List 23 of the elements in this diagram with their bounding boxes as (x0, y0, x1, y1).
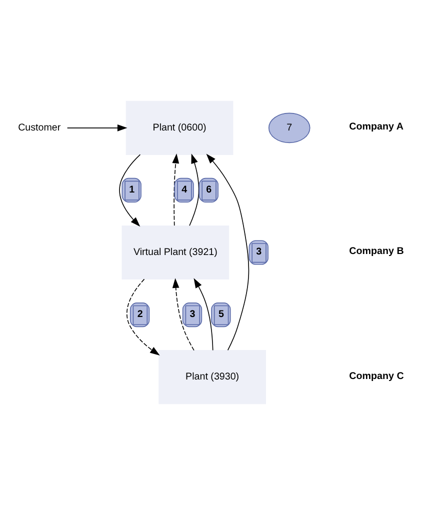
edge-label: 6 (206, 184, 212, 196)
arrow (172, 153, 180, 226)
node-box: Plant (0600) (126, 100, 234, 155)
node-box: Plant (3930) (158, 350, 266, 404)
arrow (194, 278, 214, 351)
label: Company C (349, 370, 404, 382)
edge-label: 3 (190, 308, 196, 320)
edge-label: 3 (256, 246, 262, 258)
arrow (66, 124, 128, 132)
arrow (189, 154, 200, 226)
arrow (172, 278, 194, 351)
label: Company A (349, 122, 404, 133)
edge-label: 2 (137, 308, 143, 320)
arrow (206, 154, 250, 351)
label: Company B (349, 246, 404, 258)
node-box: Virtual Plant (3921) (122, 225, 230, 280)
arrow (126, 278, 160, 356)
edge-label: 5 (218, 308, 224, 320)
edge-label: 4 (182, 184, 188, 196)
edge-label: 1 (129, 184, 135, 196)
node-ellipse: 7 (268, 112, 310, 144)
node-text: Customer (18, 122, 61, 134)
arrow (119, 154, 141, 227)
